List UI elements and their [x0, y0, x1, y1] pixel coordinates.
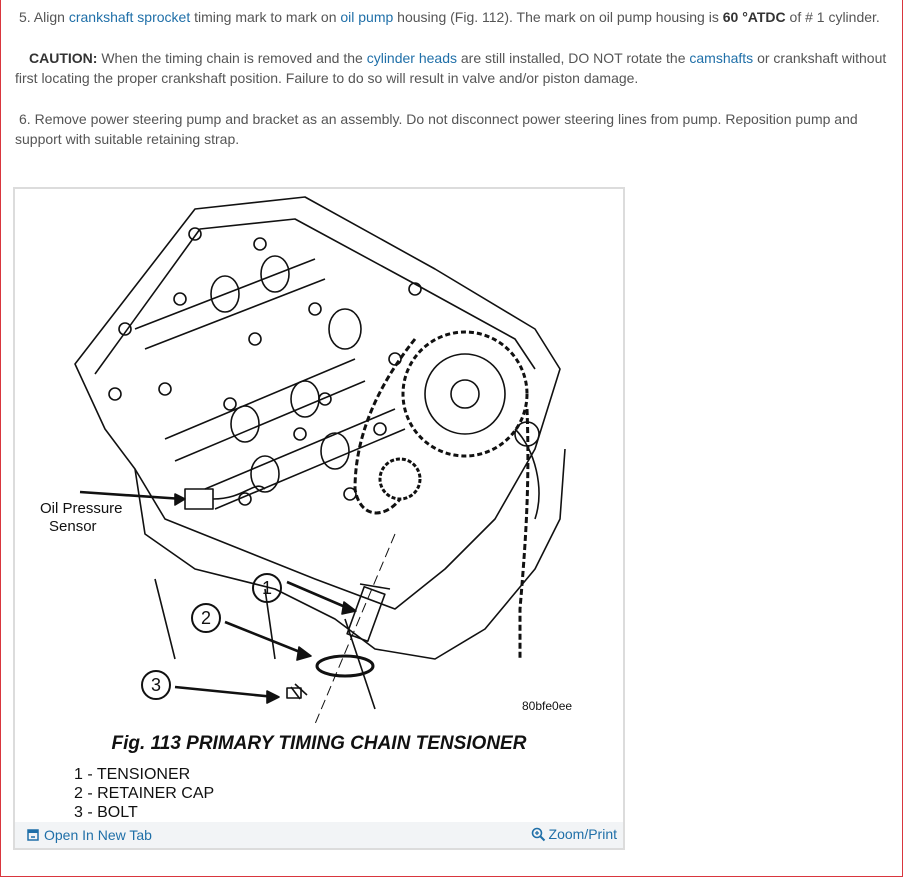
step-5-paragraph: 5. Align crankshaft sprocket timing mark…	[19, 9, 880, 25]
figure-code: 80bfe0ee	[522, 699, 573, 713]
legend-item: 3 - BOLT	[74, 804, 138, 821]
caution-label: CAUTION:	[29, 50, 98, 66]
legend-item: 2 - RETAINER CAP	[74, 785, 215, 802]
legend-item: 1 - TENSIONER	[74, 766, 191, 783]
zoom-print-button[interactable]: Zoom/Print	[531, 826, 617, 842]
oil-pressure-label-line2: Sensor	[49, 518, 97, 535]
link-crankshaft-sprocket[interactable]: crankshaft sprocket	[68, 9, 191, 25]
engine-diagram: 1 2 3	[74, 196, 566, 724]
figure-legend: 1 - TENSIONER 2 - RETAINER CAP 3 - BOLT	[74, 765, 214, 822]
link-cylinder-heads[interactable]: cylinder heads	[366, 50, 457, 66]
figure-footer: Open In New Tab Zoom/Print	[15, 822, 623, 848]
oil-pressure-label-line1: Oil Pressure	[40, 500, 123, 517]
callout-2: 2	[201, 608, 211, 628]
caution-paragraph: CAUTION: When the timing chain is remove…	[15, 50, 887, 86]
open-in-new-tab-label: Open In New Tab	[44, 827, 152, 843]
figure-card: 1 2 3 Oil Pressure Sensor 80bfe0ee Fig. …	[13, 187, 625, 850]
open-in-new-tab-button[interactable]: Open In New Tab	[27, 827, 152, 843]
magnifier-plus-icon	[531, 827, 545, 841]
callout-3: 3	[151, 675, 161, 695]
figure-caption: Fig. 113 PRIMARY TIMING CHAIN TENSIONER	[111, 733, 527, 754]
link-oil-pump[interactable]: oil pump	[340, 9, 394, 25]
link-camshafts[interactable]: camshafts	[689, 50, 754, 66]
new-tab-icon	[27, 829, 39, 841]
callout-1: 1	[262, 578, 272, 598]
zoom-print-label: Zoom/Print	[548, 826, 617, 842]
step-6-paragraph: 6. Remove power steering pump and bracke…	[15, 111, 858, 147]
